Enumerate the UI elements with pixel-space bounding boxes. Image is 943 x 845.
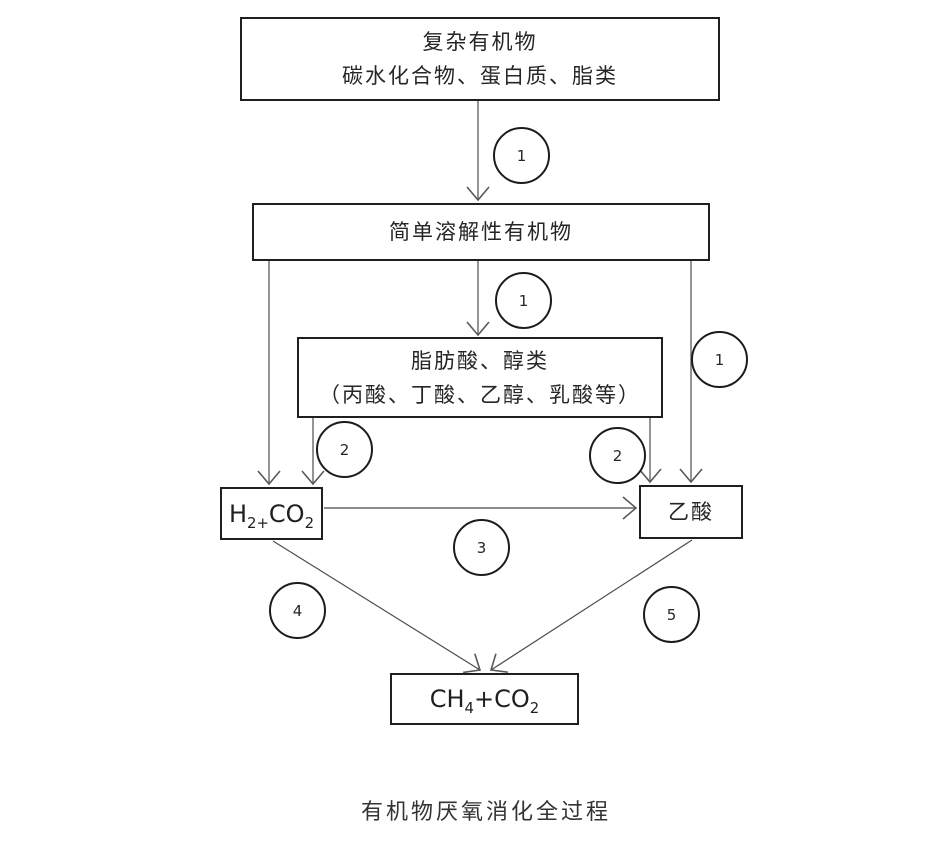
box-fatty-acids-alcohols-line2: （丙酸、丁酸、乙醇、乳酸等） <box>319 382 641 407</box>
arrow-h2co2-to-ch4co2 <box>272 540 482 674</box>
step-badge-1-right: 1 <box>691 331 748 388</box>
box-simple-soluble-organics-line1: 简单溶解性有机物 <box>389 220 573 244</box>
box-fatty-acids-alcohols: 脂肪酸、醇类 （丙酸、丁酸、乙醇、乳酸等） <box>297 337 663 418</box>
step-badge-label: 1 <box>518 291 529 310</box>
step-badge-label: 1 <box>516 146 527 165</box>
step-badge-label: 4 <box>292 601 303 620</box>
step-badge-1-hydrolysis-top: 1 <box>493 127 550 184</box>
step-badge-label: 2 <box>612 446 623 465</box>
box-complex-organics: 复杂有机物 碳水化合物、蛋白质、脂类 <box>240 17 720 101</box>
box-fatty-acids-alcohols-line1: 脂肪酸、醇类 <box>411 348 549 373</box>
step-badge-label: 3 <box>476 538 487 557</box>
arrow-acetic-to-ch4co2 <box>489 539 693 673</box>
step-badge-label: 1 <box>714 350 725 369</box>
box-h2-co2: H2+CO2 <box>220 487 323 540</box>
step-badge-4: 4 <box>269 582 326 639</box>
box-acetic-acid-label: 乙酸 <box>668 500 714 524</box>
box-simple-soluble-organics: 简单溶解性有机物 <box>252 203 710 261</box>
box-h2-co2-formula: H2+CO2 <box>228 499 315 532</box>
diagram-caption: 有机物厌氧消化全过程 <box>360 800 612 825</box>
step-badge-label: 5 <box>666 605 677 624</box>
box-complex-organics-line1: 复杂有机物 <box>422 30 538 54</box>
step-badge-5: 5 <box>643 586 700 643</box>
box-ch4-co2-formula: CH4+CO2 <box>429 685 540 717</box>
step-badge-2-right: 2 <box>589 427 646 484</box>
step-badge-2-left: 2 <box>316 421 373 478</box>
box-acetic-acid: 乙酸 <box>639 485 743 539</box>
box-ch4-co2: CH4+CO2 <box>390 673 579 725</box>
step-badge-3: 3 <box>453 519 510 576</box>
box-complex-organics-line2: 碳水化合物、蛋白质、脂类 <box>342 64 618 88</box>
step-badge-label: 2 <box>339 440 350 459</box>
step-badge-1-acidogenesis-mid: 1 <box>495 272 552 329</box>
